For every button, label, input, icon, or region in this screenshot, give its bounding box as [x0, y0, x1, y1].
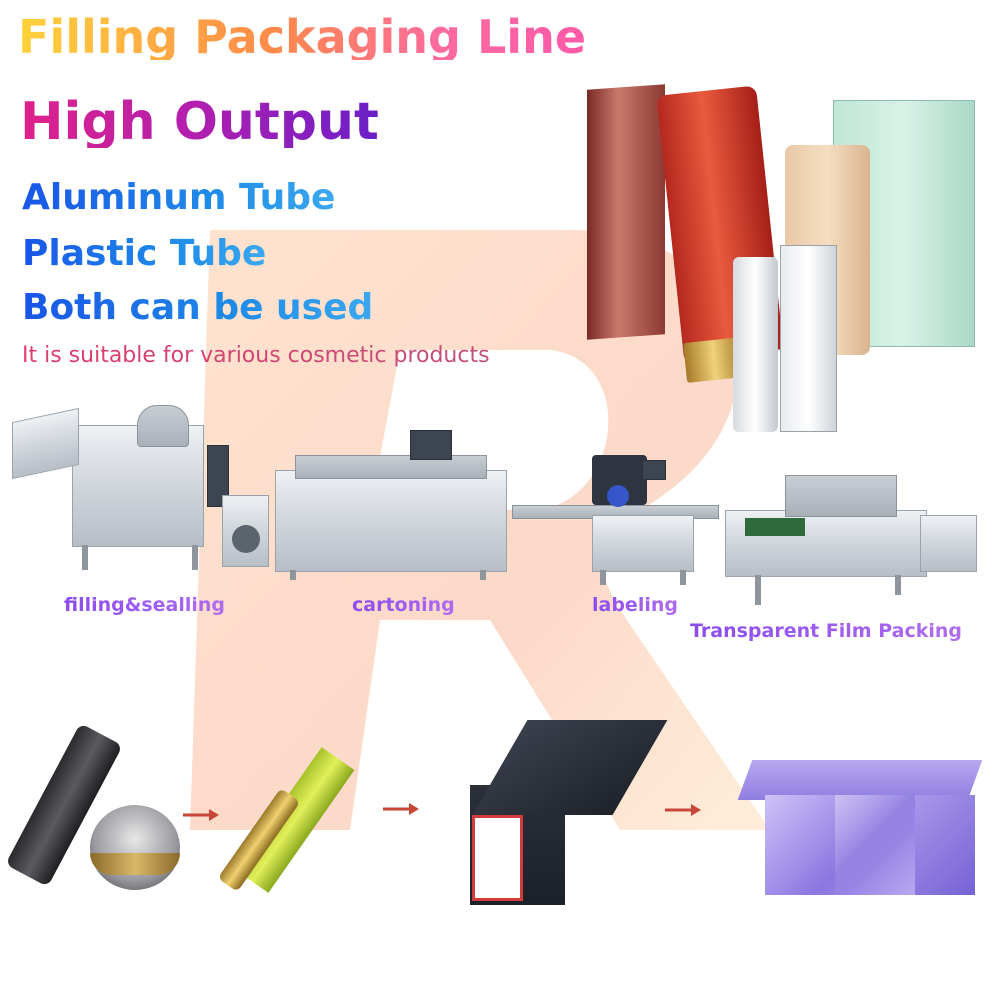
- machine-filling-sealing: [12, 405, 269, 575]
- product-tube-white: [733, 257, 778, 432]
- page-title: Filling Packaging Line: [18, 10, 587, 64]
- product-box-red: [587, 84, 665, 340]
- stage-tube-into-carton: [217, 725, 375, 893]
- step-label-film-packing: Transparent Film Packing: [690, 620, 962, 642]
- suitability-note: It is suitable for various cosmetic prod…: [22, 343, 490, 368]
- machine-cartoning: [275, 430, 507, 580]
- step-label-cartoning: cartoning: [352, 594, 455, 616]
- product-box-grey: [780, 245, 837, 432]
- arrow-right-icon: [665, 804, 701, 816]
- step-label-filling: filling&sealling: [64, 594, 225, 616]
- feature-aluminum-tube: Aluminum Tube: [22, 177, 336, 218]
- page-subtitle: High Output: [20, 92, 379, 152]
- machine-labeling: [512, 455, 719, 585]
- stage-labeled-carton: [460, 715, 668, 910]
- stage-film-wrapped-boxes: [737, 740, 983, 895]
- arrow-right-icon: [183, 809, 219, 821]
- machine-film-packing: [715, 470, 985, 610]
- step-label-labeling: labeling: [592, 594, 678, 616]
- cosmetic-products-image: [585, 84, 985, 435]
- stage-product-tube-jar: [5, 723, 180, 895]
- feature-both-usable: Both can be used: [22, 287, 374, 328]
- feature-plastic-tube: Plastic Tube: [22, 233, 267, 274]
- arrow-right-icon: [383, 803, 419, 815]
